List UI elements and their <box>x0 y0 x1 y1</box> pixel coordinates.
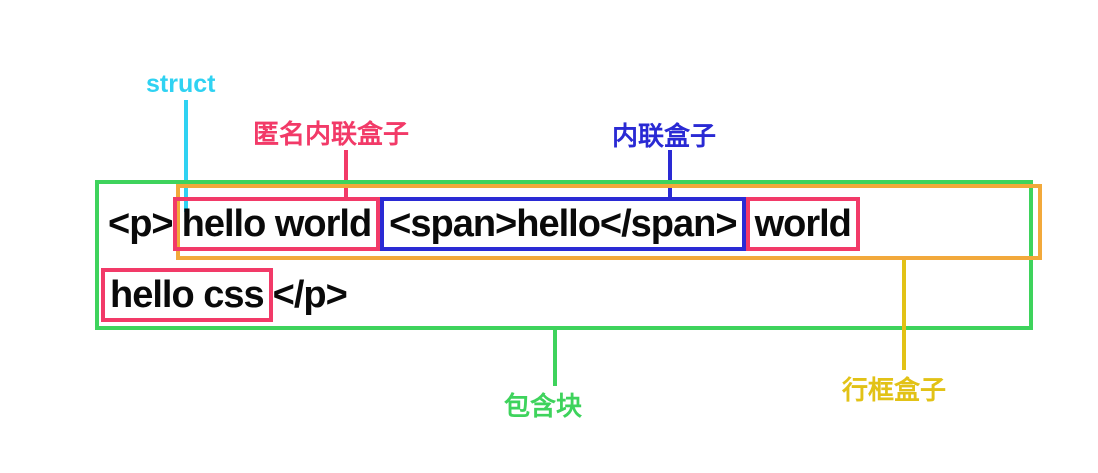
line-box-pointer-line <box>902 260 906 370</box>
containing-block-rect <box>95 180 1033 330</box>
p-close-tag: </p> <box>272 274 348 316</box>
struct-label: struct <box>146 70 216 98</box>
anonymous-inline-box-label: 匿名内联盒子 <box>253 119 410 149</box>
code-line-2: hello css </p> <box>101 268 348 322</box>
anonymous-inline-box-hello-world: hello world <box>172 197 381 251</box>
struct-pointer-line <box>184 100 188 212</box>
inline-box-pointer-line <box>668 150 672 197</box>
line-box-label: 行框盒子 <box>842 375 947 405</box>
anonymous-inline-box-world: world <box>745 197 860 251</box>
anonymous-inline-box-pointer-line <box>344 150 348 197</box>
code-line-1: <p> hello world <span>hello</span> world <box>108 197 860 251</box>
line-box-rect <box>176 184 1042 260</box>
inline-box-label: 内联盒子 <box>612 121 717 151</box>
containing-block-pointer-line <box>553 330 557 386</box>
containing-block-label: 包含块 <box>504 391 583 421</box>
inline-box-span-hello: <span>hello</span> <box>380 197 746 251</box>
p-open-tag: <p> <box>108 203 174 245</box>
anonymous-inline-box-hello-css: hello css <box>101 268 273 322</box>
